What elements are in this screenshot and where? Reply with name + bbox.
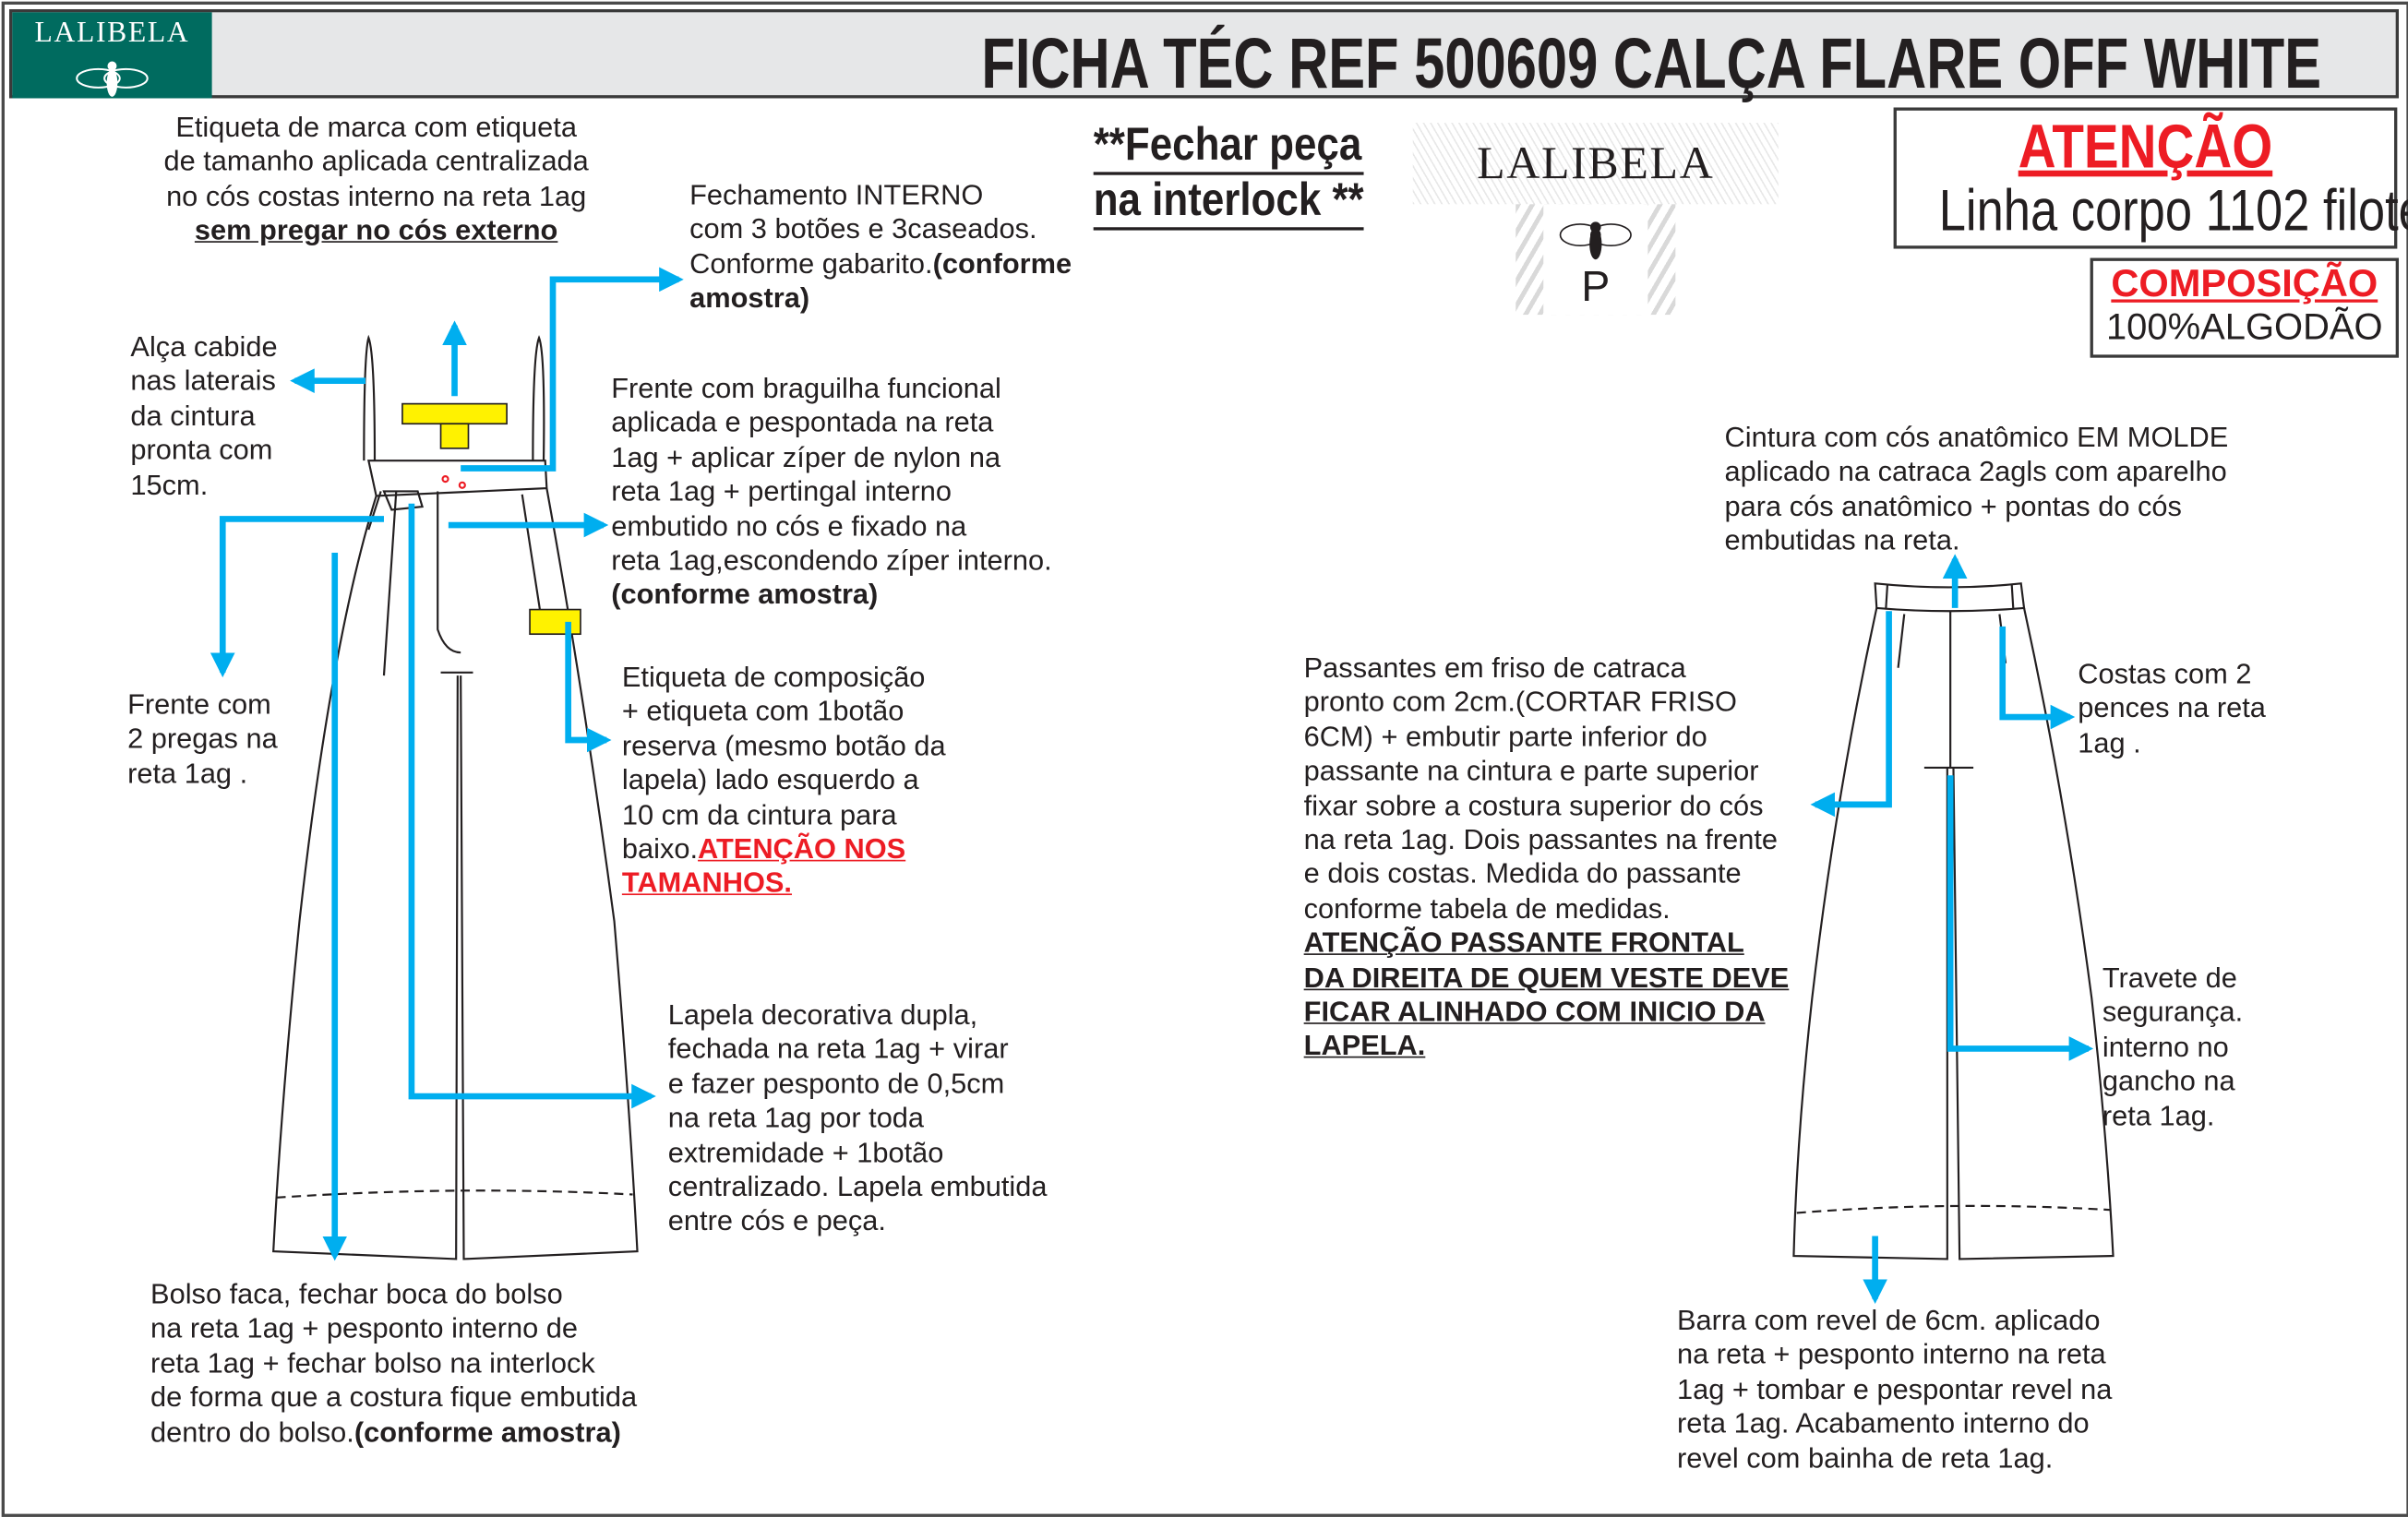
bee-icon: [76, 61, 149, 97]
composition-text: 100%ALGODÃO: [2105, 306, 2383, 349]
note-bartack: Travete de segurança. interno no gancho …: [2102, 961, 2244, 1131]
note-back-darts: Costas com 2 pences na reta 1ag .: [2078, 657, 2266, 758]
header-bar: [8, 8, 2400, 99]
note-closure: Fechamento INTERNO com 3 botões e 3casea…: [689, 178, 1072, 316]
arrow-back-darts: [1999, 626, 2076, 730]
arrow-belt-loops: [1810, 611, 1892, 818]
note-emphasis: (conforme amostra): [353, 1415, 621, 1448]
note-waistband: Cintura com cós anatômico EM MOLDE aplic…: [1724, 420, 2229, 556]
interlock-notice-line2: na interlock **: [1093, 175, 1364, 231]
note-emphasis: ATENÇÃO PASSANTE FRONTAL DA DIREITA DE Q…: [1303, 926, 1790, 1062]
back-pants-sketch: [1792, 582, 2114, 1260]
arrow-bartack: [1947, 775, 2094, 1061]
brand-tag-marker: [401, 402, 508, 425]
attention-text: Linha corpo 1102 filotex: [1938, 179, 2408, 245]
front-pants-sketch: [272, 334, 639, 1260]
note-text: Etiqueta de marca com etiqueta de tamanh…: [163, 110, 589, 212]
callout-arrows: [210, 267, 2094, 1304]
note-belt-loops: Passantes em friso de catraca pronto com…: [1304, 651, 1790, 1063]
note-fly: Frente com braguilha funcional aplicada …: [611, 372, 1051, 613]
size-label-sample: P: [1515, 204, 1676, 316]
composition-tag-marker: [529, 608, 581, 636]
note-text: Passantes em friso de catraca pronto com…: [1303, 651, 1779, 925]
arrow-flap: [408, 503, 656, 1109]
note-text: Fechamento INTERNO com 3 botões e 3casea…: [689, 178, 1037, 280]
note-flap: Lapela decorativa dupla, fechada na reta…: [667, 997, 1048, 1237]
size-letter: P: [1581, 262, 1611, 311]
brand-logo: LALIBELA: [12, 12, 212, 99]
arrow-closure: [461, 267, 684, 472]
composition-box: COMPOSIÇÃO 100%ALGODÃO: [2090, 257, 2400, 358]
attention-box: ATENÇÃO Linha corpo 1102 filotex: [1893, 107, 2408, 249]
note-alert: ATENÇÃO NOS TAMANHOS.: [621, 831, 906, 900]
note-hem: Barra com revel de 6cm. aplicado na reta…: [1676, 1303, 2113, 1474]
note-text: Bolso faca, fechar boca do bolso na reta…: [150, 1277, 638, 1448]
interlock-notice-line1: **Fechar peça: [1093, 120, 1364, 175]
interlock-notice: **Fechar peça na interlock **: [1093, 120, 1364, 231]
brand-name: LALIBELA: [34, 17, 190, 50]
note-composition-label: Etiqueta de composição + etiqueta com 1b…: [622, 660, 946, 901]
attention-heading: ATENÇÃO: [2018, 113, 2273, 182]
brand-label-word: LALIBELA: [1477, 137, 1715, 189]
note-text: Frente com braguilha funcional aplicada …: [611, 371, 1052, 577]
brand-label-sample: LALIBELA: [1412, 123, 1779, 205]
brand-tag-marker: [439, 423, 470, 449]
arrow-pleats: [210, 516, 384, 678]
note-emphasis: (conforme amostra): [611, 578, 879, 611]
arrow-composition-label: [565, 621, 612, 753]
bee-icon: [1559, 221, 1632, 260]
composition-heading: COMPOSIÇÃO: [2111, 262, 2378, 306]
note-text: Etiqueta de composição + etiqueta com 1b…: [621, 660, 946, 865]
note-pleats: Frente com 2 pregas na reta 1ag .: [127, 687, 278, 789]
page-title: FICHA TÉC REF 500609 CALÇA FLARE OFF WHI…: [982, 22, 2322, 103]
note-hanger-loop: Alça cabide nas laterais da cintura pron…: [130, 329, 278, 500]
note-emphasis: sem pregar no cós externo: [194, 213, 558, 246]
note-emphasis: (conforme amostra): [689, 246, 1072, 314]
note-pocket: Bolso faca, fechar boca do bolso na reta…: [150, 1277, 637, 1449]
note-brand-tag: Etiqueta de marca com etiqueta de tamanh…: [144, 111, 607, 248]
